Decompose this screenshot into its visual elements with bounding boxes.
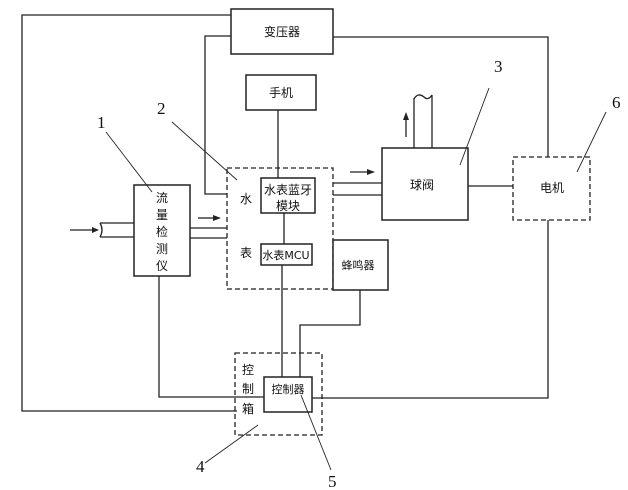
flow-label-2: 量 bbox=[156, 208, 168, 222]
wire-transformer-motor bbox=[333, 36, 549, 157]
buzzer-label: 蜂鸣器 bbox=[342, 258, 375, 272]
leader-1 bbox=[105, 131, 153, 193]
control-box-label-1: 控 bbox=[242, 363, 254, 377]
meter-mcu: 水表MCU bbox=[260, 243, 313, 266]
flow-label-3: 检 bbox=[156, 224, 168, 239]
reference-labels: 1 2 3 6 4 5 bbox=[97, 57, 621, 490]
ref-label-3: 3 bbox=[494, 57, 503, 76]
water-meter-label-2: 表 bbox=[240, 246, 252, 260]
water-meter-label-1: 水 bbox=[240, 192, 252, 206]
flow-arrows bbox=[70, 112, 409, 233]
transformer: 变压器 bbox=[230, 8, 334, 55]
control-box: 控 制 箱 bbox=[234, 352, 323, 436]
wire-flow-controller bbox=[158, 276, 264, 398]
inlet-pipe-end bbox=[99, 222, 103, 238]
ref-label-6: 6 bbox=[612, 93, 621, 112]
wire-motor-controller bbox=[312, 220, 549, 399]
flow-label-4: 测 bbox=[156, 242, 168, 256]
motor-label: 电机 bbox=[540, 181, 564, 195]
bluetooth-label-2: 模块 bbox=[276, 199, 300, 213]
flow-label-1: 流 bbox=[156, 191, 168, 205]
buzzer: 蜂鸣器 bbox=[332, 239, 389, 291]
control-box-label-3: 箱 bbox=[242, 401, 254, 416]
controller-label: 控制器 bbox=[272, 382, 305, 396]
motor: 电机 bbox=[512, 156, 591, 221]
ref-label-5: 5 bbox=[328, 472, 337, 490]
ref-label-2: 2 bbox=[157, 99, 166, 118]
ref-label-1: 1 bbox=[97, 113, 106, 132]
phone-label: 手机 bbox=[269, 86, 293, 100]
bluetooth-module: 水表蓝牙 模块 bbox=[260, 177, 316, 214]
bluetooth-label-1: 水表蓝牙 bbox=[264, 183, 312, 197]
leader-6 bbox=[576, 111, 607, 173]
meter-mcu-label: 水表MCU bbox=[262, 248, 309, 262]
flow-detector: 流 量 检 测 仪 bbox=[133, 184, 191, 277]
wire-buzzer-controller bbox=[299, 290, 361, 377]
wire-transformer-controlbox bbox=[21, 14, 237, 412]
phone: 手机 bbox=[245, 74, 317, 111]
leader-4 bbox=[204, 424, 259, 464]
ref-label-4: 4 bbox=[196, 457, 205, 476]
ball-valve-label: 球阀 bbox=[410, 178, 434, 192]
wire-transformer-meter bbox=[204, 35, 231, 195]
leader-3 bbox=[459, 87, 490, 166]
flow-label-5: 仪 bbox=[156, 259, 168, 273]
outlet-pipe-end bbox=[413, 94, 433, 100]
leader-2 bbox=[171, 121, 238, 181]
leader-5 bbox=[300, 394, 332, 471]
water-meter: 水 表 bbox=[226, 167, 334, 290]
wires bbox=[21, 14, 549, 412]
transformer-label: 变压器 bbox=[264, 24, 300, 39]
control-box-label-2: 制 bbox=[242, 382, 254, 396]
ball-valve: 球阀 bbox=[381, 147, 469, 221]
controller: 控制器 bbox=[263, 376, 313, 413]
